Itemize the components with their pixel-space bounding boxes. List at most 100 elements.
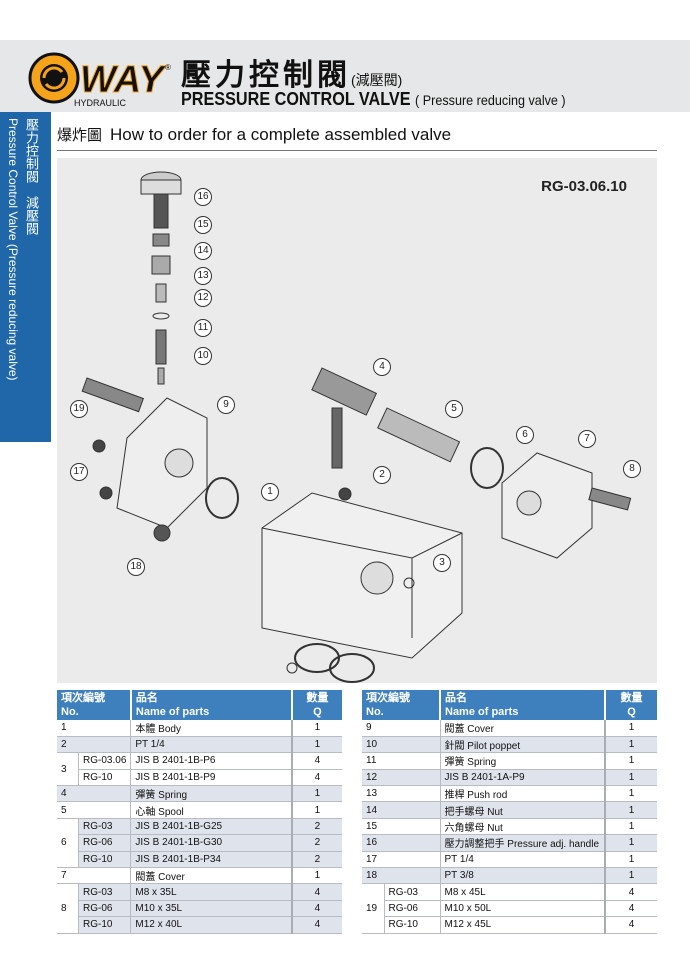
quantity: 1 bbox=[290, 801, 342, 819]
quantity: 4 bbox=[290, 900, 342, 918]
quantity: 1 bbox=[604, 720, 657, 737]
part-name: JIS B 2401-1B-P34 bbox=[130, 851, 292, 869]
part-name: M12 x 45L bbox=[439, 916, 605, 934]
part-name: 本體 Body bbox=[130, 720, 292, 737]
item-no: 5 bbox=[57, 801, 131, 819]
callout-9: 9 bbox=[217, 396, 235, 414]
bolt-19 bbox=[81, 377, 145, 413]
part-name: 把手螺母 Nut bbox=[439, 801, 605, 819]
item-no: 13 bbox=[362, 785, 440, 803]
header-band bbox=[0, 40, 690, 112]
item-no: 19 bbox=[362, 883, 384, 934]
part-name: JIS B 2401-1B-P9 bbox=[130, 769, 292, 787]
quantity: 1 bbox=[604, 851, 657, 869]
part-name: JIS B 2401-1A-P9 bbox=[439, 769, 605, 787]
item-no: 17 bbox=[362, 851, 440, 869]
part-name: 彈簧 Spring bbox=[439, 752, 605, 770]
quantity: 1 bbox=[604, 801, 657, 819]
cover-7 bbox=[501, 452, 593, 559]
bolt-8 bbox=[588, 487, 632, 511]
quantity: 4 bbox=[290, 916, 342, 934]
part-name: JIS B 2401-1B-P6 bbox=[130, 752, 292, 770]
item-no: 11 bbox=[362, 752, 440, 770]
item-no: 7 bbox=[57, 867, 131, 885]
callout-2: 2 bbox=[373, 466, 391, 484]
part-name: 心軸 Spool bbox=[130, 801, 292, 819]
title-english: PRESSURE CONTROL VALVE ( Pressure reduci… bbox=[181, 89, 566, 109]
model-variant: RG-03 bbox=[383, 883, 440, 901]
model-variant: RG-10 bbox=[78, 769, 131, 787]
item-no: 14 bbox=[362, 801, 440, 819]
quantity: 4 bbox=[290, 883, 342, 901]
callout-13: 13 bbox=[194, 267, 212, 285]
part-name: M10 x 35L bbox=[130, 900, 292, 918]
callout-11: 11 bbox=[194, 319, 212, 337]
title-chinese: 壓力控制閥(減壓閥) bbox=[181, 59, 403, 92]
quantity: 1 bbox=[604, 785, 657, 803]
model-code: RG-03.06.10 bbox=[541, 178, 627, 195]
side-tab-text: Pressure Control Valve (Pressure reducin… bbox=[6, 118, 20, 381]
item-no: 8 bbox=[57, 883, 79, 934]
model-variant: RG-03.06 bbox=[78, 752, 131, 770]
part-name: 針閥 Pilot poppet bbox=[439, 736, 605, 754]
item-no: 12 bbox=[362, 769, 440, 787]
spool-5 bbox=[377, 407, 461, 463]
quantity: 4 bbox=[290, 752, 342, 770]
item-no: 18 bbox=[362, 867, 440, 885]
quantity: 1 bbox=[604, 834, 657, 852]
model-variant: RG-06 bbox=[78, 834, 131, 852]
item-no: 15 bbox=[362, 818, 440, 836]
part-name: JIS B 2401-1B-G30 bbox=[130, 834, 292, 852]
handle-assembly bbox=[140, 171, 182, 385]
spring-4 bbox=[311, 367, 378, 416]
part-name: JIS B 2401-1B-G25 bbox=[130, 818, 292, 836]
part-name: 閥蓋 Cover bbox=[130, 867, 292, 885]
callout-19: 19 bbox=[70, 400, 88, 418]
callout-17: 17 bbox=[70, 463, 88, 481]
item-no: 10 bbox=[362, 736, 440, 754]
item-no: 3 bbox=[57, 752, 79, 787]
part-name: 彈簧 Spring bbox=[130, 785, 292, 803]
quantity: 4 bbox=[604, 900, 657, 918]
quantity: 1 bbox=[290, 736, 342, 754]
body-1 bbox=[261, 492, 463, 659]
quantity: 2 bbox=[290, 834, 342, 852]
quantity: 1 bbox=[604, 752, 657, 770]
item-no: 9 bbox=[362, 720, 440, 737]
quantity: 1 bbox=[290, 785, 342, 803]
item-no: 1 bbox=[57, 720, 131, 737]
callout-10: 10 bbox=[194, 347, 212, 365]
item-no: 6 bbox=[57, 818, 79, 869]
model-variant: RG-10 bbox=[78, 851, 131, 869]
part-name: M10 x 50L bbox=[439, 900, 605, 918]
cover-9 bbox=[116, 397, 208, 529]
callout-16: 16 bbox=[194, 188, 212, 206]
callout-5: 5 bbox=[445, 400, 463, 418]
callout-7: 7 bbox=[578, 430, 596, 448]
part-name: PT 1/4 bbox=[439, 851, 605, 869]
